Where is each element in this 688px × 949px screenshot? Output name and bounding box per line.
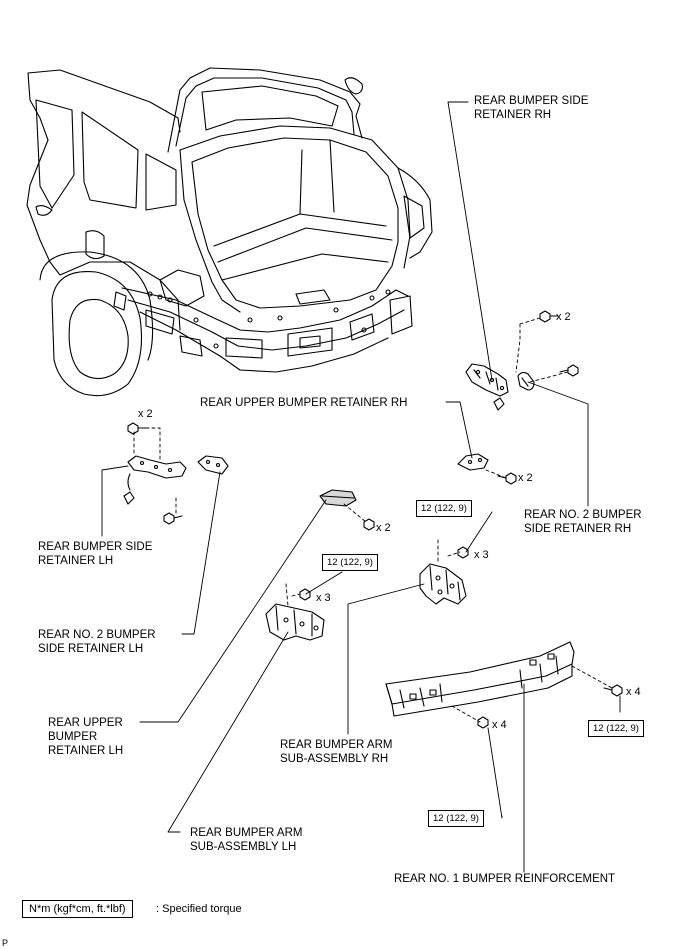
upper-retainer-rh-part (457, 453, 489, 471)
arm-rh-part (419, 563, 467, 605)
qty-reinforcement-right: x 4 (626, 686, 641, 698)
legend-description: : Specified torque (156, 903, 242, 915)
label-side-retainer-lh: REAR BUMPER SIDE RETAINER LH (38, 541, 153, 567)
torque-box-reinforcement-right: 12 (122, 9) (588, 720, 644, 737)
qty-side-retainer-rh: x 2 (556, 311, 571, 323)
label-arm-rh: REAR BUMPER ARM SUB-ASSEMBLY RH (280, 739, 393, 765)
label-no2-retainer-rh: REAR NO. 2 BUMPER SIDE RETAINER RH (524, 509, 642, 535)
no2-side-retainer-lh-part (197, 455, 229, 475)
torque-box-reinforcement-bottom: 12 (122, 9) (428, 810, 484, 827)
legend-torque-unit: N*m (kgf*cm, ft.*lbf) (22, 900, 133, 918)
label-arm-lh: REAR BUMPER ARM SUB-ASSEMBLY LH (190, 827, 303, 853)
qty-arm-rh: x 3 (474, 549, 489, 561)
side-retainer-lh-part (123, 455, 187, 505)
arm-lh-part (265, 603, 325, 641)
vehicle-illustration (26, 67, 433, 397)
torque-box-arm-rh: 12 (122, 9) (416, 500, 472, 517)
upper-retainer-lh-part (319, 489, 357, 507)
reinforcement-part (385, 641, 575, 717)
corner-mark: P (2, 938, 9, 948)
leader-lines (101, 101, 621, 873)
label-upper-retainer-rh: REAR UPPER BUMPER RETAINER RH (200, 397, 408, 409)
label-no2-retainer-lh: REAR NO. 2 BUMPER SIDE RETAINER LH (38, 629, 156, 655)
side-retainer-rh-part (465, 363, 509, 411)
alignment-lines (133, 317, 613, 723)
label-reinforcement: REAR NO. 1 BUMPER REINFORCEMENT (394, 873, 616, 885)
qty-arm-lh: x 3 (316, 592, 331, 604)
qty-side-retainer-lh: x 2 (138, 408, 153, 420)
label-upper-retainer-lh: REAR UPPER BUMPER RETAINER LH (48, 717, 124, 757)
no2-side-retainer-rh-part (517, 371, 535, 391)
qty-reinforcement-mid: x 4 (492, 719, 507, 731)
qty-upper-retainer-lh: x 2 (376, 522, 391, 534)
label-side-retainer-rh: REAR BUMPER SIDE RETAINER RH (474, 95, 589, 121)
fasteners (127, 310, 623, 729)
qty-upper-retainer-rh: x 2 (518, 472, 533, 484)
torque-box-arm-lh: 12 (122, 9) (322, 554, 378, 571)
